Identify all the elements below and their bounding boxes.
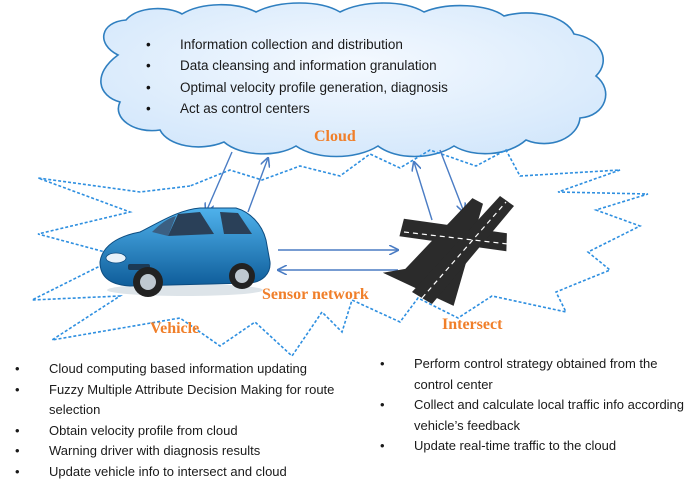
list-item: Collect and calculate local traffic info… — [380, 395, 696, 436]
intersect-label: Intersect — [442, 316, 503, 333]
list-item: Data cleansing and information granulati… — [140, 55, 448, 77]
sensor-network-label: Sensor network — [262, 286, 369, 303]
car-icon — [99, 207, 271, 297]
list-item: Update real-time traffic to the cloud — [380, 436, 696, 457]
vehicle-intersect-arrows — [278, 250, 398, 270]
list-item: Cloud computing based information updati… — [15, 359, 355, 380]
list-item: Update vehicle info to intersect and clo… — [15, 462, 355, 483]
list-item: Optimal velocity profile generation, dia… — [140, 77, 448, 99]
sensor-network-burst — [31, 148, 649, 358]
list-item: Fuzzy Multiple Attribute Decision Making… — [15, 380, 355, 421]
vehicle-functions-list: Cloud computing based information updati… — [15, 359, 355, 482]
vehicle-label: Vehicle — [150, 320, 200, 337]
cloud-intersect-arrows — [414, 149, 464, 221]
intersection-icon — [382, 196, 514, 306]
cloud-label: Cloud — [314, 128, 356, 145]
intersect-functions-list: Perform control strategy obtained from t… — [380, 354, 696, 457]
list-item: Act as control centers — [140, 98, 448, 120]
cloud-functions-list: Information collection and distribution … — [140, 34, 448, 119]
list-item: Perform control strategy obtained from t… — [380, 354, 696, 395]
cloud-vehicle-arrows — [206, 151, 268, 212]
list-item: Obtain velocity profile from cloud — [15, 421, 355, 442]
list-item: Information collection and distribution — [140, 34, 448, 56]
list-item: Warning driver with diagnosis results — [15, 441, 355, 462]
